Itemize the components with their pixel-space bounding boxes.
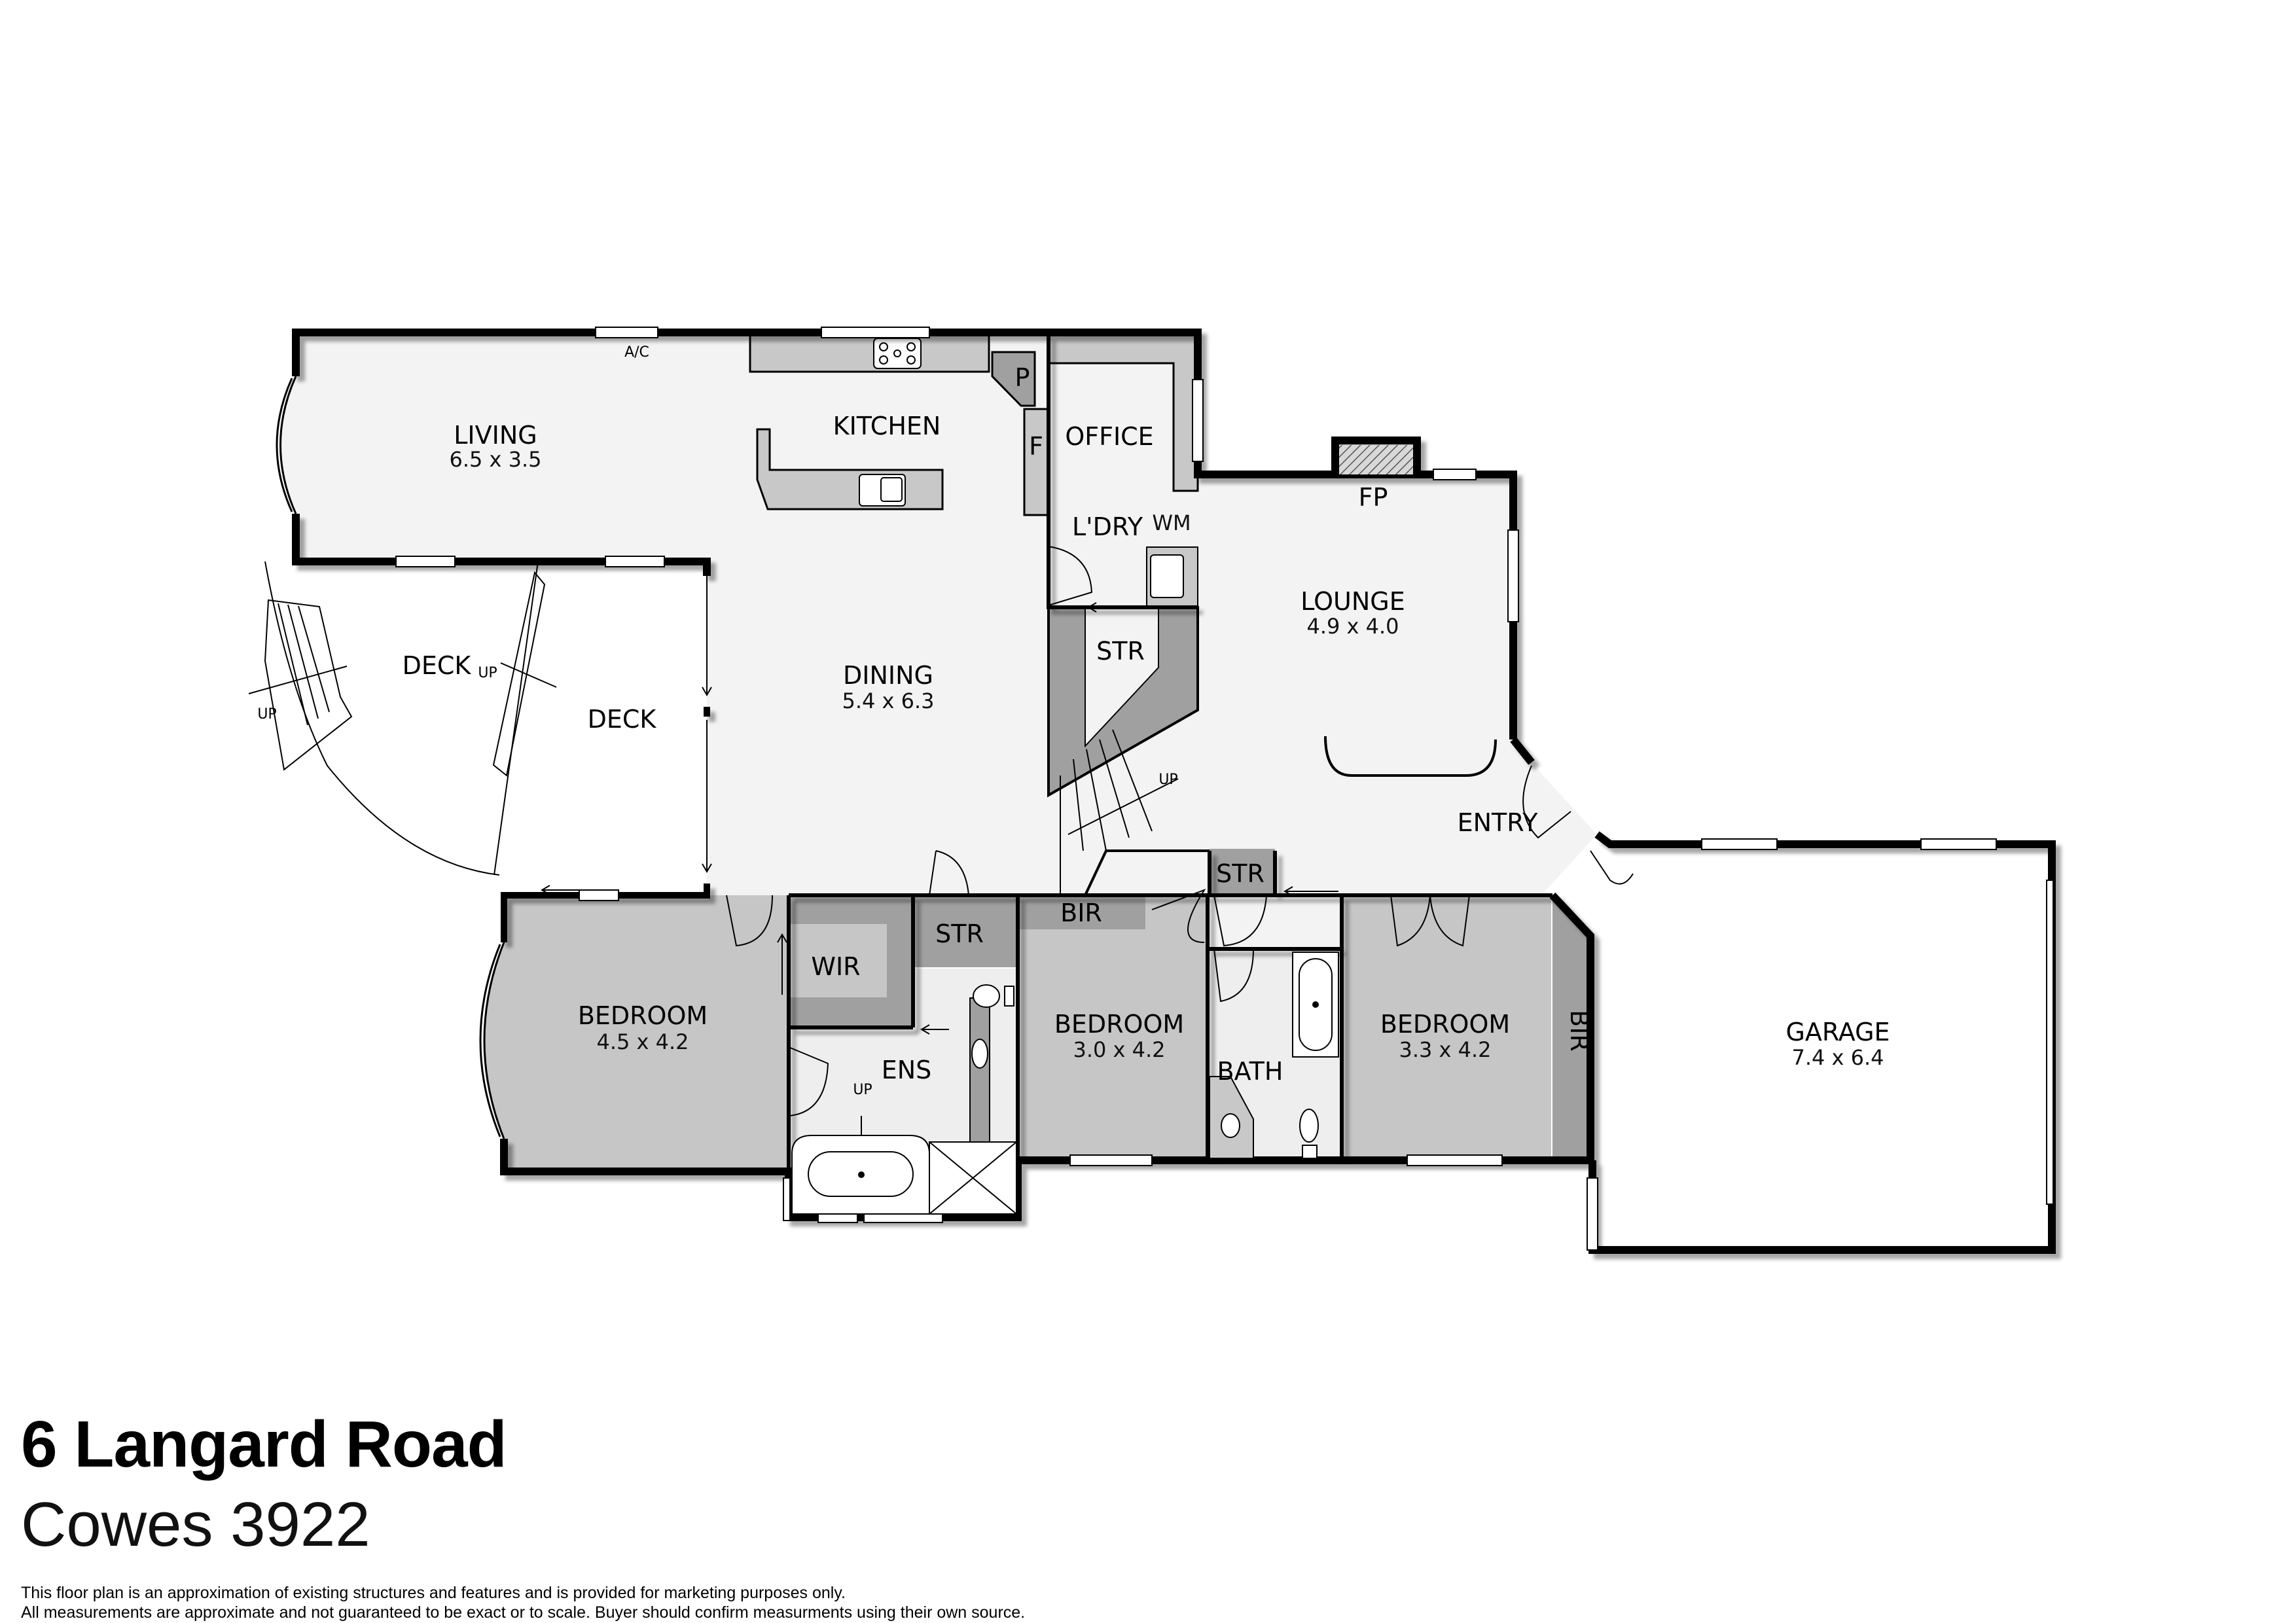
label-up-deck-right: UP [478, 665, 497, 681]
ensuite-vanity [969, 997, 990, 1143]
label-office: OFFICE [1065, 422, 1153, 451]
label-bir-hall: BIR [1060, 899, 1102, 927]
str-hall-floor [913, 895, 1018, 967]
label-pantry: P [1015, 363, 1030, 392]
label-str-hall: STR [935, 919, 984, 948]
up-arrow-stairs [1067, 778, 1179, 835]
bedroom2-floor [1018, 895, 1208, 1160]
interior-walls [787, 332, 1552, 1217]
dim-bedroom3: 3.3 x 4.2 [1399, 1037, 1491, 1062]
label-dining: DINING [843, 661, 933, 690]
label-wm: WM [1152, 510, 1191, 535]
sink-icon [859, 474, 906, 507]
bir-bed3-floor [1552, 895, 1590, 1160]
label-deck-upper: DECK [403, 651, 472, 680]
label-lounge: LOUNGE [1300, 587, 1405, 616]
wall-living-south [292, 514, 711, 576]
lounge-entry-floor [1049, 474, 1597, 895]
dim-living: 6.5 x 3.5 [449, 447, 541, 472]
label-kitchen: KITCHEN [833, 412, 941, 440]
wir-inner [789, 924, 887, 997]
property-suburb: Cowes 3922 [21, 1489, 370, 1560]
master-bath-icon [791, 1135, 930, 1215]
label-bedroom2: BEDROOM [1054, 1010, 1184, 1039]
label-bir-bed3: BIR [1565, 1010, 1594, 1052]
laundry-tub-icon [1150, 554, 1184, 598]
bay-windows [276, 376, 505, 1139]
bir-hall [1018, 895, 1145, 929]
stair-landing [1084, 849, 1210, 896]
shower-icon [929, 1141, 1017, 1215]
label-living: LIVING [454, 421, 537, 450]
ensuite-toilet-icon [973, 984, 1014, 1008]
bedroom3-floor [1342, 895, 1551, 1160]
str-entry-floor [1210, 849, 1275, 893]
stairs [248, 561, 1210, 896]
fireplace-hearth [1339, 445, 1413, 474]
dim-bedroom2: 3.0 x 4.2 [1073, 1037, 1165, 1062]
hall-floor [1208, 895, 1342, 951]
master-bedroom-floor [504, 895, 789, 1171]
fixtures [791, 952, 1339, 1215]
label-ac: A/C [624, 344, 649, 361]
bath-tub-icon [1292, 952, 1339, 1058]
label-bedroom3: BEDROOM [1380, 1010, 1510, 1039]
wc-floor [913, 969, 1018, 1031]
lounge-feature-curve [1324, 736, 1497, 777]
label-ensuite: ENS [882, 1056, 932, 1084]
room-labels: LIVING 6.5 x 3.5 A/C KITCHEN P F OFFICE … [257, 344, 1890, 1098]
joinery [749, 331, 1199, 798]
disclaimer-line-1: This floor plan is an approximation of e… [21, 1584, 846, 1602]
dim-lounge: 4.9 x 4.0 [1306, 614, 1399, 639]
label-laundry: L'DRY [1072, 512, 1143, 541]
fridge-space [1023, 408, 1050, 516]
doors [726, 546, 1634, 1116]
label-fireplace: FP [1359, 483, 1388, 512]
bath-vanity-icon [1209, 1076, 1254, 1159]
label-entry: ENTRY [1458, 808, 1539, 837]
label-up-stairs: UP [1158, 772, 1177, 788]
label-str-entry: STR [1216, 859, 1265, 888]
label-master-bedroom: BEDROOM [578, 1001, 708, 1030]
label-up-deck-left: UP [257, 706, 276, 722]
label-up-ensuite: UP [853, 1082, 872, 1098]
cooktop-icon [873, 338, 922, 369]
label-bath: BATH [1217, 1057, 1283, 1086]
label-garage: GARAGE [1785, 1018, 1890, 1046]
fireplace-wall [1331, 437, 1421, 474]
dim-dining: 5.4 x 6.3 [842, 688, 934, 713]
kitchen-back-bench [749, 331, 990, 373]
bath-toilet-icon [1299, 1109, 1319, 1159]
property-address: 6 Langard Road [21, 1408, 507, 1481]
dim-master-bedroom: 4.5 x 4.2 [596, 1029, 689, 1054]
label-wir: WIR [811, 952, 860, 981]
label-fridge: F [1029, 432, 1043, 461]
dim-garage: 7.4 x 6.4 [1791, 1045, 1884, 1070]
label-deck-lower: DECK [588, 705, 657, 734]
disclaimer-line-2: All measurements are approximate and not… [21, 1603, 1026, 1622]
label-stair-store: STR [1096, 637, 1145, 666]
pantry [991, 351, 1036, 407]
